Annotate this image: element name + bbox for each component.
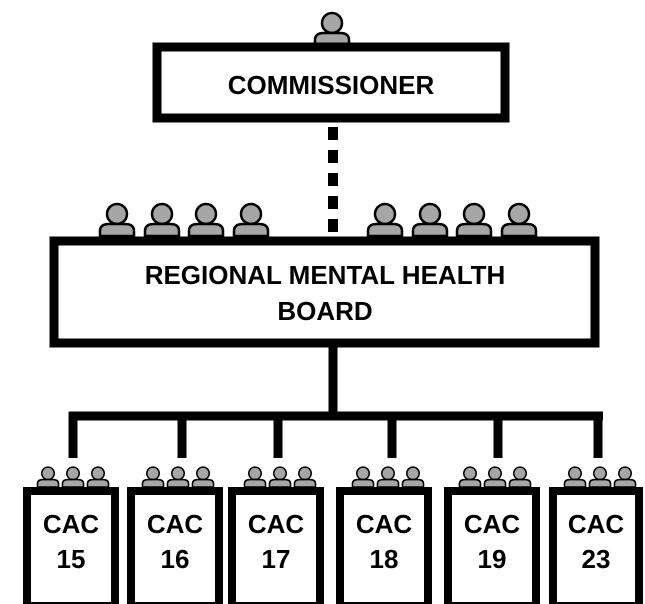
cac-label: CAC — [568, 509, 625, 539]
cac-box — [549, 487, 643, 604]
cac-box — [228, 487, 324, 604]
cac-label: CAC — [356, 509, 413, 539]
commissioner-person-group — [313, 11, 351, 47]
board-label-line1: REGIONAL MENTAL HEALTH — [145, 260, 506, 290]
person-icon — [508, 466, 532, 488]
person-icon — [483, 466, 507, 488]
commissioner-label: COMMISSIONER — [228, 70, 435, 100]
cac-node: CAC 17 — [228, 466, 324, 604]
commissioner-node: COMMISSIONER — [152, 42, 510, 123]
cac-number: 18 — [370, 544, 399, 574]
person-icon — [588, 466, 612, 488]
cac-node: CAC 19 — [444, 466, 540, 604]
cac-number: 16 — [161, 544, 190, 574]
person-icon — [293, 466, 317, 488]
person-icon — [143, 202, 181, 238]
board-members-right — [366, 202, 538, 238]
person-icon — [191, 466, 215, 488]
person-icon — [500, 202, 538, 238]
person-icon — [61, 466, 85, 488]
cac-number: 23 — [582, 544, 611, 574]
person-icon — [401, 466, 425, 488]
cac-number: 15 — [57, 544, 86, 574]
person-icon — [268, 466, 292, 488]
cac-label: CAC — [43, 509, 100, 539]
person-icon — [166, 466, 190, 488]
cac-box — [444, 487, 540, 604]
person-icon — [243, 466, 267, 488]
cac-box — [23, 487, 119, 604]
tree-connectors — [68, 347, 603, 458]
person-icon — [411, 202, 449, 238]
person-icon — [141, 466, 165, 488]
cac-number: 19 — [478, 544, 507, 574]
commissioner-box — [152, 42, 510, 123]
person-icon — [86, 466, 110, 488]
person-icon — [98, 202, 136, 238]
cac-node: CAC 23 — [549, 466, 643, 604]
cac-label: CAC — [248, 509, 305, 539]
person-icon — [366, 202, 404, 238]
person-icon — [376, 466, 400, 488]
cac-node: CAC 15 — [23, 466, 119, 604]
cac-label: CAC — [147, 509, 204, 539]
cac-node: CAC 16 — [127, 466, 223, 604]
board-label-line2: BOARD — [277, 296, 372, 326]
board-box — [49, 236, 600, 348]
cac-label: CAC — [464, 509, 521, 539]
person-icon — [313, 11, 351, 47]
person-icon — [458, 466, 482, 488]
cac-box — [336, 487, 432, 604]
person-icon — [187, 202, 225, 238]
person-icon — [36, 466, 60, 488]
person-icon — [351, 466, 375, 488]
person-icon — [613, 466, 637, 488]
board-node: REGIONAL MENTAL HEALTH BOARD — [49, 236, 600, 348]
person-icon — [455, 202, 493, 238]
person-icon — [563, 466, 587, 488]
cac-box — [127, 487, 223, 604]
cac-node: CAC 18 — [336, 466, 432, 604]
cac-number: 17 — [262, 544, 291, 574]
board-members-left — [98, 202, 270, 238]
person-icon — [232, 202, 270, 238]
